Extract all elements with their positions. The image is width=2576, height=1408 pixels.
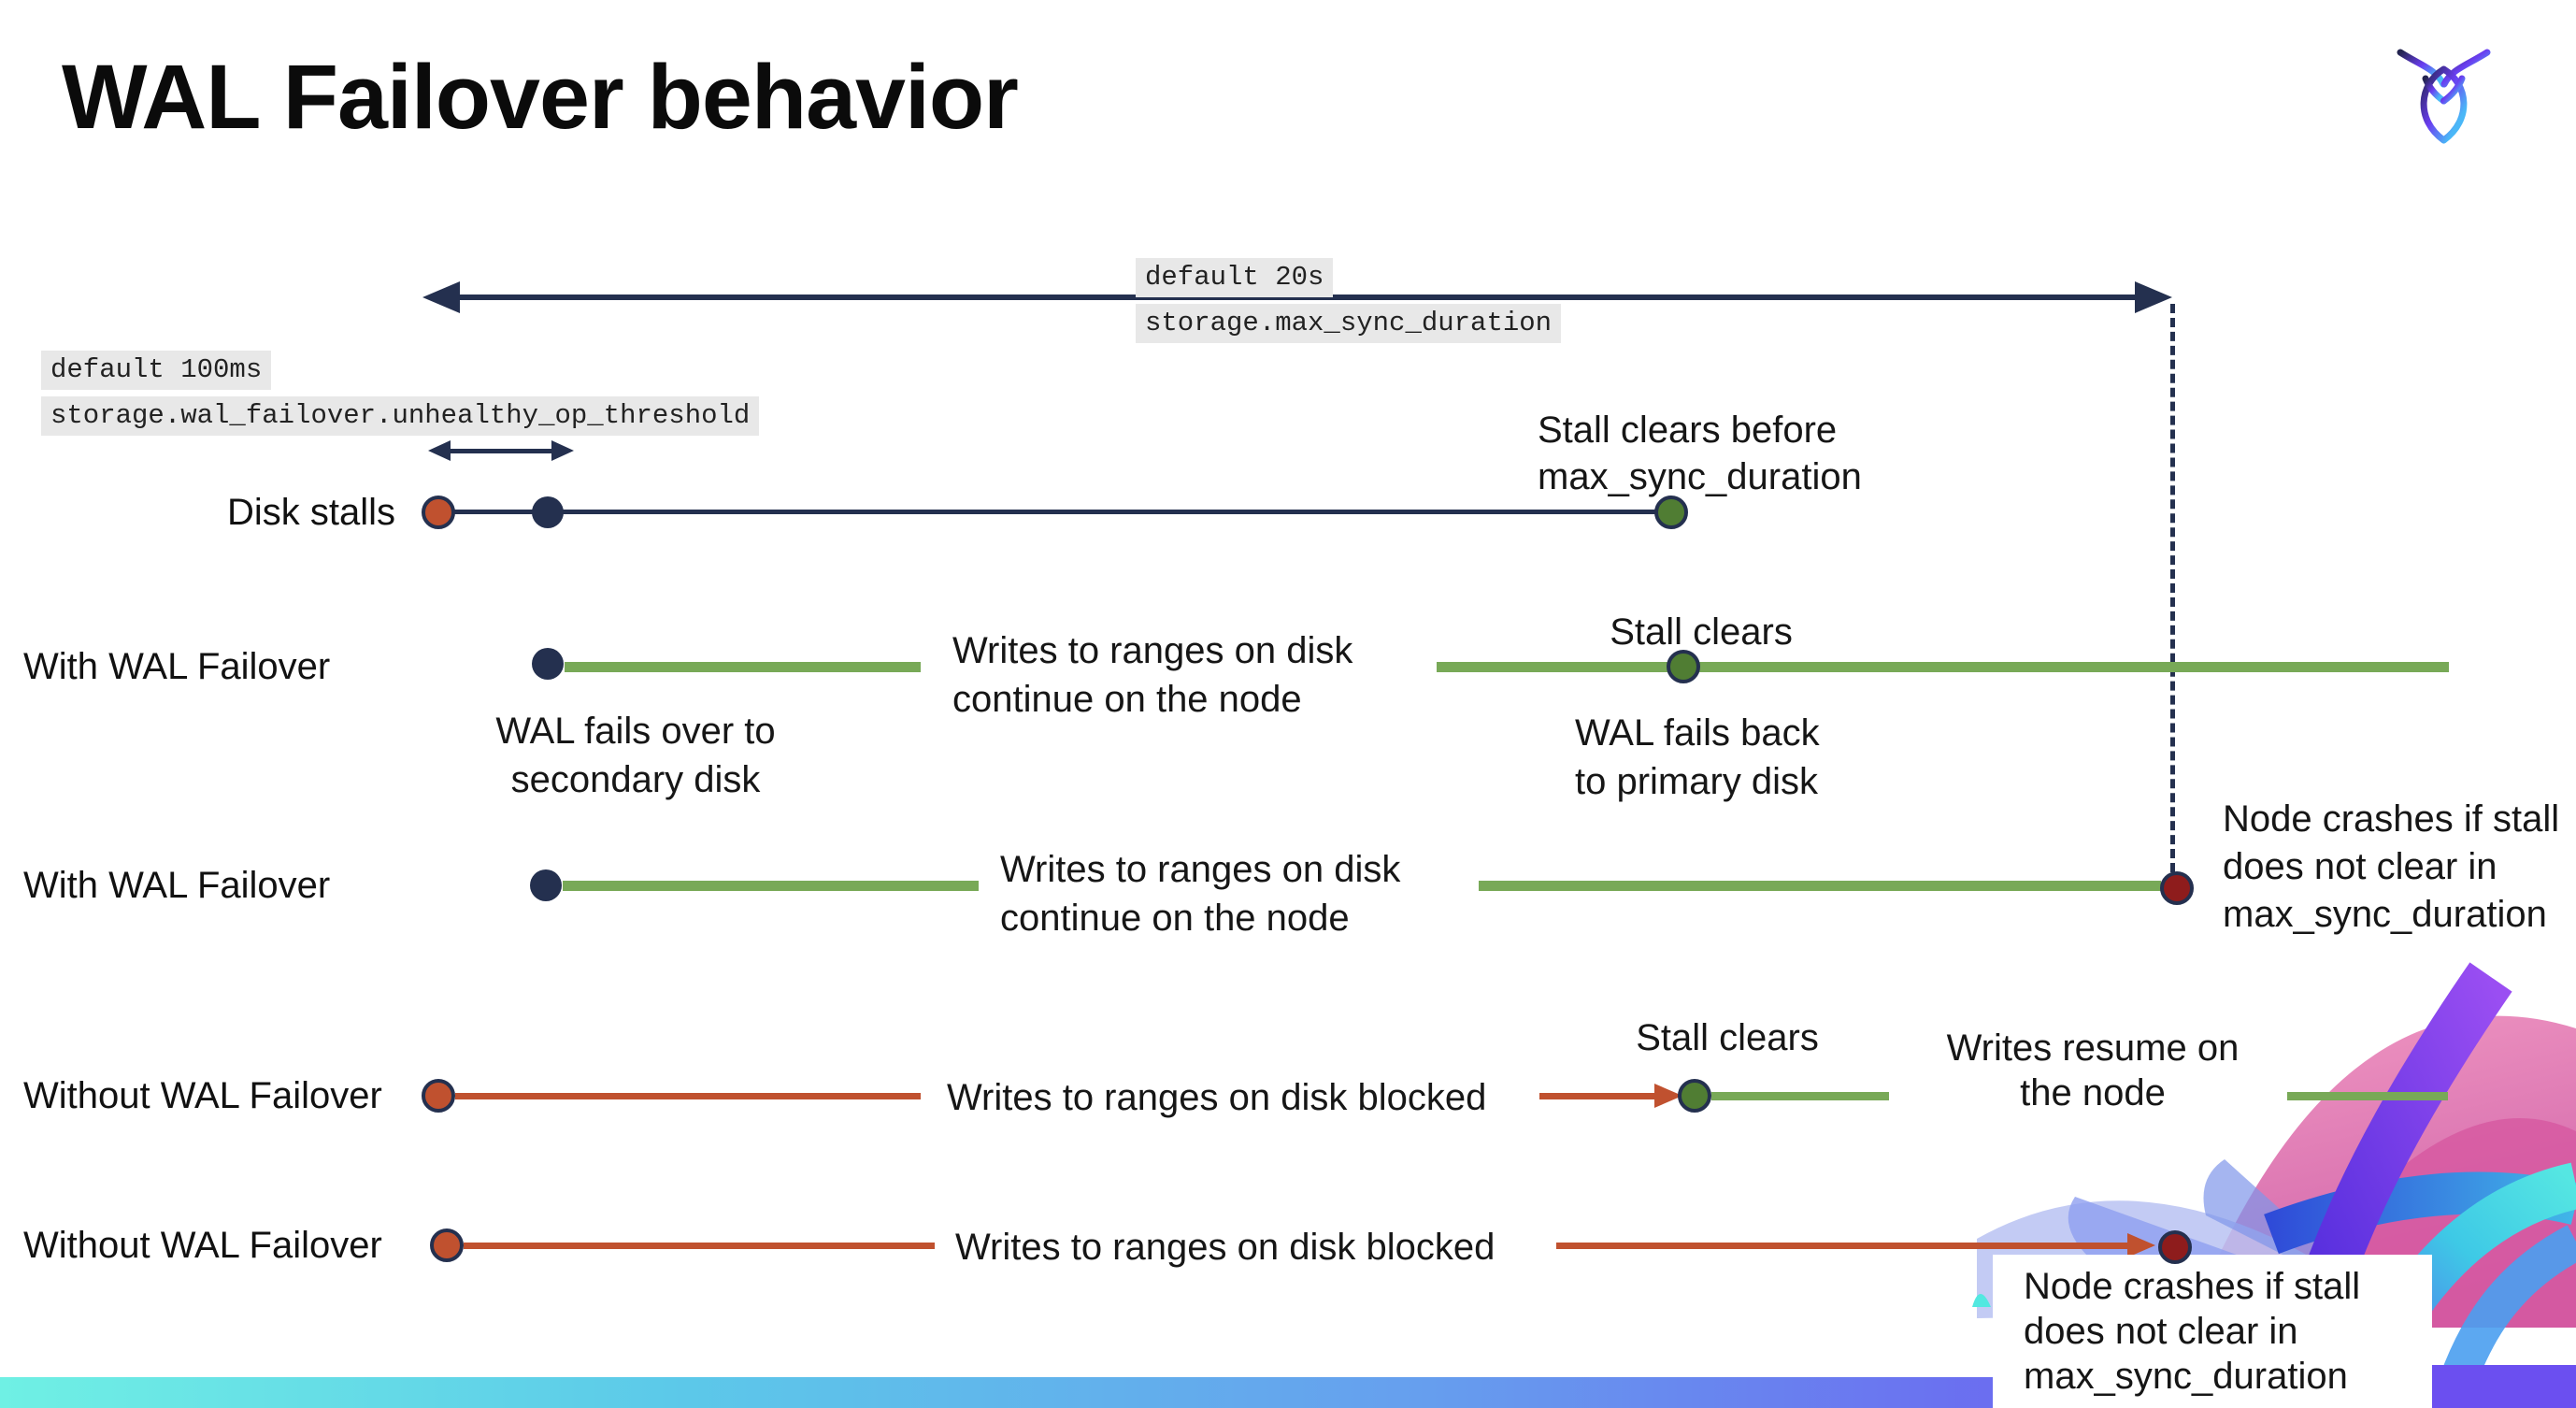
failover-dot-2 [530, 869, 562, 901]
note-line: Node crashes if stall [2024, 1266, 2361, 1307]
stall-clears-before-note: Stall clears before max_sync_duration [1538, 407, 1862, 500]
threshold-arrow-right-head [551, 440, 574, 461]
stall-clears-dot-no-failover [1678, 1079, 1711, 1113]
writes-blocked-note-1: Writes to ranges on disk blocked [947, 1077, 1487, 1118]
fails-over-note: WAL fails over to secondary disk [449, 707, 823, 804]
row-label-without-wal-failover-1: Without WAL Failover [23, 1075, 382, 1116]
note-line: the node [2020, 1072, 2166, 1113]
threshold-arrow-left-head [428, 440, 451, 461]
row-label-with-wal-failover-1: With WAL Failover [23, 646, 331, 687]
stall-clears-label-1: Stall clears [1610, 611, 1793, 653]
red-timeline-2b [1556, 1243, 2129, 1249]
stall-clears-dot [1654, 496, 1688, 529]
node-crash-dot-2 [2158, 1230, 2192, 1264]
note-line: Writes to ranges on disk [1000, 849, 1401, 890]
green-timeline-2a [563, 881, 979, 891]
threshold-setting-label: storage.wal_failover.unhealthy_op_thresh… [41, 396, 760, 436]
note-line: continue on the node [952, 679, 1302, 720]
stall-clears-label-2: Stall clears [1636, 1017, 1819, 1058]
cockroachdb-logo-icon [2395, 41, 2493, 155]
threshold-arrow [447, 449, 555, 453]
note-line: max_sync_duration [2024, 1356, 2348, 1397]
writes-blocked-note-2: Writes to ranges on disk blocked [955, 1227, 1496, 1268]
node-crashes-note-2: Node crashes if stall does not clear in … [1993, 1255, 2432, 1399]
writes-resume-note: Writes resume on the node [1925, 1026, 2261, 1115]
stall-start-dot-2 [430, 1228, 464, 1262]
threshold-default-label: default 100ms [41, 351, 272, 390]
red-timeline-2a [464, 1243, 935, 1249]
row-label-without-wal-failover-2: Without WAL Failover [23, 1225, 382, 1266]
note-line: WAL fails back [1575, 712, 1820, 754]
green-timeline-3b [2287, 1092, 2448, 1100]
max-sync-default-label: default 20s [1136, 258, 1334, 297]
max-sync-deadline-dashed-line [2170, 304, 2175, 872]
max-sync-setting-label: storage.max_sync_duration [1136, 304, 1562, 343]
note-line: max_sync_duration [2223, 894, 2547, 935]
stall-clears-dot-failover [1667, 650, 1700, 683]
writes-continue-note-2: Writes to ranges on disk continue on the… [1000, 845, 1400, 942]
green-timeline-1b [1437, 662, 2449, 672]
page-title: WAL Failover behavior [62, 46, 1019, 148]
red-timeline-1a [455, 1093, 921, 1099]
note-line: Node crashes if stall [2223, 798, 2560, 840]
note-line: max_sync_duration [1538, 456, 1862, 497]
note-line: does not clear in [2024, 1311, 2298, 1352]
disk-stall-start-dot [422, 496, 455, 529]
stall-start-dot-1 [422, 1079, 455, 1113]
note-line: Writes to ranges on disk [952, 630, 1353, 671]
note-line: secondary disk [510, 759, 761, 800]
arrow-left-head [422, 281, 460, 313]
green-timeline-1a [565, 662, 921, 672]
note-line: Stall clears before [1538, 409, 1838, 451]
failover-dot-1 [532, 648, 564, 680]
disk-stalls-timeline [447, 510, 1671, 514]
writes-continue-note-1: Writes to ranges on disk continue on the… [952, 626, 1352, 724]
green-timeline-3a [1711, 1092, 1889, 1100]
green-timeline-2b [1479, 881, 2161, 891]
red-arrow-head-2 [2127, 1233, 2155, 1257]
arrow-right-head [2135, 281, 2172, 313]
node-crash-dot-1 [2160, 871, 2194, 905]
row-label-disk-stalls: Disk stalls [227, 492, 396, 533]
note-line: to primary disk [1575, 761, 1819, 802]
note-line: WAL fails over to [495, 711, 776, 752]
node-crashes-callout-box: Node crashes if stall does not clear in … [1993, 1255, 2432, 1408]
fails-back-note: WAL fails back to primary disk [1575, 709, 1820, 806]
note-line: Writes resume on [1946, 1027, 2240, 1069]
note-line: does not clear in [2223, 846, 2497, 887]
threshold-crossed-dot [532, 496, 564, 528]
max-sync-duration-arrow [456, 295, 2139, 300]
red-timeline-1b [1539, 1093, 1656, 1099]
note-line: continue on the node [1000, 898, 1350, 939]
node-crashes-note-1: Node crashes if stall does not clear in … [2223, 796, 2559, 939]
row-label-with-wal-failover-2: With WAL Failover [23, 865, 331, 906]
